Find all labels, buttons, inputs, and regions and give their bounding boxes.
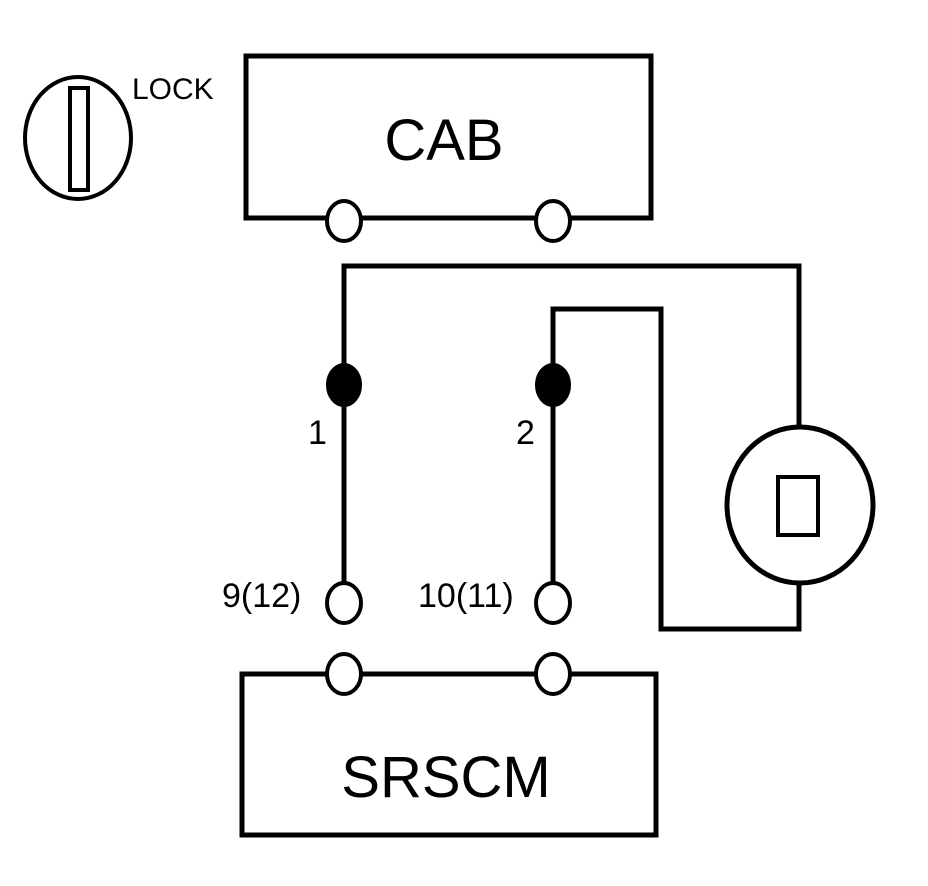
cab-box bbox=[243, 53, 654, 221]
pin-label-2: 2 bbox=[516, 414, 535, 452]
srscm-terminal-left bbox=[325, 652, 363, 696]
key-lock-icon bbox=[23, 75, 133, 201]
cab-label: CAB bbox=[384, 108, 503, 173]
lock-label: LOCK bbox=[132, 73, 214, 106]
sensor-icon bbox=[724, 424, 876, 586]
splice-dot-1 bbox=[326, 363, 362, 407]
srscm-terminal-right bbox=[534, 652, 572, 696]
wire-1 bbox=[341, 263, 802, 583]
wire-2 bbox=[550, 306, 802, 632]
pin-label-10-11: 10(11) bbox=[418, 577, 514, 615]
connector-terminal-left bbox=[325, 581, 363, 625]
srscm-box bbox=[239, 671, 659, 838]
cab-terminal-right bbox=[534, 199, 572, 243]
pin-label-1: 1 bbox=[308, 414, 327, 452]
cab-terminal-left bbox=[325, 199, 363, 243]
connector-terminal-right bbox=[534, 581, 572, 625]
srscm-label: SRSCM bbox=[341, 745, 550, 810]
pin-label-9-12: 9(12) bbox=[222, 577, 301, 615]
splice-dot-2 bbox=[535, 363, 571, 407]
